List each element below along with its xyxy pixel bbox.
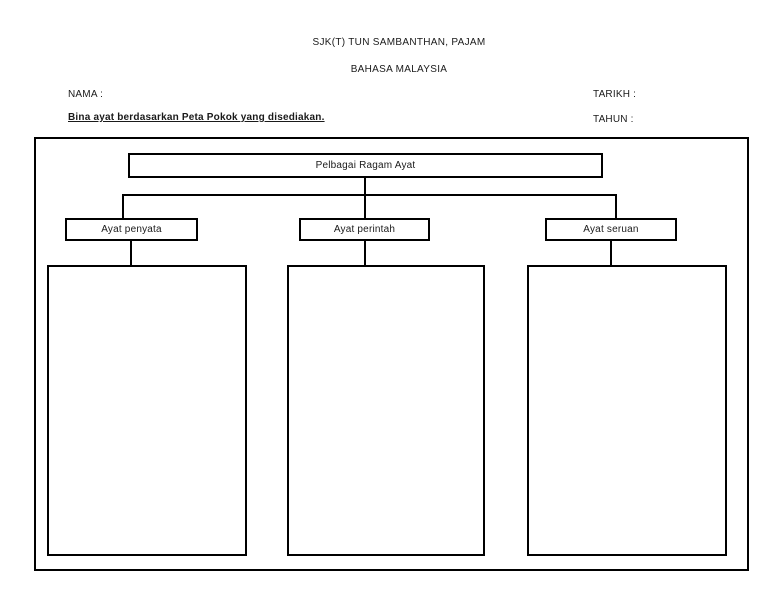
tarikh-label: TARIKH : (593, 89, 637, 100)
answer-box-ayat-seruan[interactable] (527, 265, 727, 556)
subject-title: BAHASA MALAYSIA (350, 64, 448, 75)
branch-box-ayat-perintah: Ayat perintah (299, 218, 430, 241)
branch-box-ayat-seruan: Ayat seruan (545, 218, 677, 241)
branch-label: Ayat penyata (101, 224, 162, 235)
branch-label: Ayat perintah (333, 224, 396, 235)
connector-drop-right (615, 194, 617, 218)
tree-root-box: Pelbagai Ragam Ayat (128, 153, 603, 178)
connector-stem-2 (364, 241, 366, 265)
connector-stem-3 (610, 241, 612, 265)
answer-box-ayat-perintah[interactable] (287, 265, 485, 556)
school-title: SJK(T) TUN SAMBANTHAN, PAJAM (312, 37, 486, 48)
branch-label: Ayat seruan (583, 224, 639, 235)
connector-drop-left (122, 194, 124, 218)
answer-box-ayat-penyata[interactable] (47, 265, 247, 556)
instruction-text: Bina ayat berdasarkan Peta Pokok yang di… (68, 112, 325, 123)
tree-root-label: Pelbagai Ragam Ayat (315, 160, 416, 171)
nama-label: NAMA : (68, 89, 104, 100)
connector-drop-center (364, 194, 366, 218)
connector-root-stem (364, 178, 366, 195)
tahun-label: TAHUN : (593, 114, 634, 125)
connector-horizontal (122, 194, 617, 196)
connector-stem-1 (130, 241, 132, 265)
branch-box-ayat-penyata: Ayat penyata (65, 218, 198, 241)
worksheet-frame (34, 137, 749, 571)
